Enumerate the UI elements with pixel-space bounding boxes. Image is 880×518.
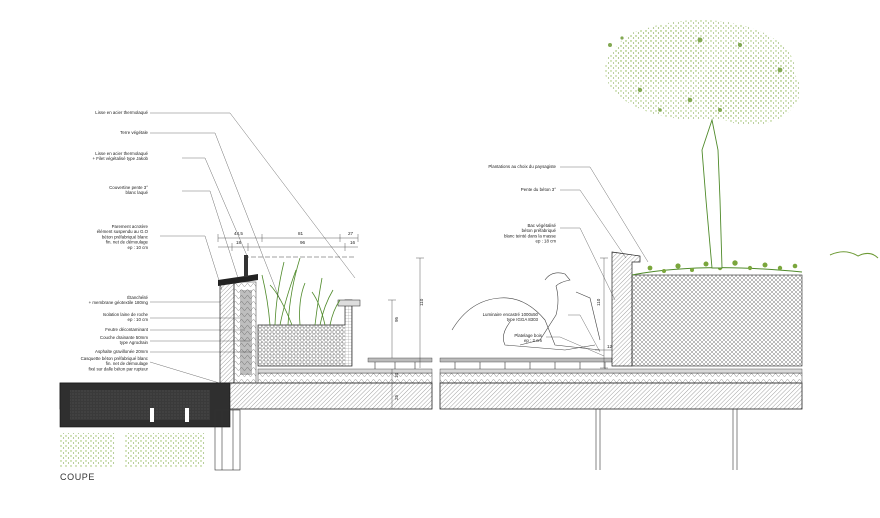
- railing-post: [244, 255, 248, 277]
- tree-trunk: [701, 118, 723, 269]
- dim-top-right: 27: [348, 231, 354, 236]
- dim-top-total: 44,5: [234, 231, 243, 236]
- floor-slab-right: [439, 382, 803, 410]
- label-l6: Étanchéité+ membrane géotextile 180mg: [89, 295, 149, 305]
- dim-h25: 25: [394, 394, 399, 400]
- label-line: fin. net de démoulage: [106, 240, 149, 245]
- label-line: blanc laqué: [126, 190, 149, 195]
- label-line: + Filet végétalisé type Jakob: [92, 156, 148, 161]
- dimension-lines-right: [595, 257, 612, 369]
- label-line: Couche drainante 50mm: [100, 335, 148, 340]
- dim-top-mid2: 96: [300, 240, 306, 245]
- label-line: ep : 10 cm: [128, 317, 149, 322]
- label-line: béton préfabriqué blanc: [102, 234, 149, 239]
- label-line: + membrane géotextile 180mg: [89, 300, 149, 305]
- label-l1: Lisse en acier thermolaqué: [95, 110, 148, 115]
- dim-h12: 12: [607, 344, 613, 349]
- label-line: ep : 10 cm: [128, 245, 149, 250]
- label-line: Étanchéité: [127, 295, 148, 300]
- ground-foliage: [647, 260, 798, 273]
- greenery-under-left: [60, 433, 115, 467]
- label-line: type IGGA 8303: [507, 317, 539, 322]
- dimension-lines-left: [217, 234, 424, 409]
- insulation-layer-left: [257, 372, 433, 384]
- label-l2: Terre végétale: [120, 130, 148, 135]
- dim-h110-left: 110: [419, 298, 424, 306]
- dim-top-mid: 81: [298, 231, 304, 236]
- insulation-layer-right: [439, 372, 803, 384]
- label-line: blanc teinté dans la masse: [504, 233, 557, 238]
- deck-boards-left: [367, 357, 433, 369]
- label-line: fin. net de démoulage: [106, 361, 149, 366]
- parapet-facade: [219, 281, 235, 384]
- deck-boards-right: [439, 357, 613, 369]
- label-l8: Feutre décontaminant: [105, 327, 148, 332]
- label-line: Lisse en acier thermolaqué: [95, 110, 148, 115]
- label-line: Bac végétalisé: [527, 223, 556, 228]
- label-line: Lisse en acier thermolaqué: [95, 151, 148, 156]
- section-title: COUPE: [60, 472, 96, 482]
- parapet-inner: [233, 281, 257, 384]
- label-l10: Asphalte gravillonée 20mm: [95, 349, 148, 354]
- leader-lines-left: [149, 112, 356, 386]
- dim-h10: 10: [394, 372, 399, 378]
- right-section: 110 12: [439, 20, 879, 470]
- dim-h95: 95: [394, 316, 399, 322]
- label-line: Feutre décontaminant: [105, 327, 148, 332]
- label-line: Parement acrotère: [112, 224, 149, 229]
- shrub-right: [829, 251, 879, 259]
- left-section: 44,5 81 27 18 96 16 110 95 10 25: [59, 112, 433, 471]
- label-l3: Lisse en acier thermolaqué+ Filet végéta…: [92, 151, 148, 161]
- label-line: béton préfabriqué: [522, 228, 557, 233]
- label-line: Pente du béton 3°: [521, 187, 556, 192]
- tree-canopy: [605, 20, 800, 125]
- label-line: fixé sur dalle béton par rupteur: [88, 366, 148, 371]
- label-line: type Agrodrain: [120, 340, 149, 345]
- dim-top-right2: 16: [350, 240, 356, 245]
- drainage-layer-left: [257, 368, 433, 374]
- glazing-frame: [214, 409, 241, 471]
- label-line: Couvertine pente 3°: [109, 185, 148, 190]
- label-l4: Couvertine pente 3°blanc laqué: [109, 185, 148, 195]
- label-line: Terre végétale: [120, 130, 148, 135]
- label-r1: Plantations au choix du paysagiste: [488, 164, 556, 169]
- label-line: Isolation laine de roche: [103, 312, 149, 317]
- planter-soil-right: [631, 274, 803, 367]
- columns-below: [595, 409, 738, 470]
- label-line: Luminaire encastré 1000x50: [483, 312, 539, 317]
- dim-h110-right: 110: [596, 298, 601, 306]
- label-line: élément suspendu au G.O: [97, 229, 149, 234]
- label-line: Asphalte gravillonée 20mm: [95, 349, 148, 354]
- seated-figure: [451, 272, 601, 351]
- planter-box-right: [611, 251, 641, 367]
- dim-top-small: 18: [236, 240, 242, 245]
- leader-lines-right: [546, 166, 649, 357]
- label-line: Platelage bois: [514, 333, 542, 338]
- label-r2: Pente du béton 3°: [521, 187, 556, 192]
- label-line: Plantations au choix du paysagiste: [488, 164, 556, 169]
- label-line: Casquette béton préfabriqué blanc: [81, 356, 149, 361]
- label-line: ep : 2 cm: [524, 338, 542, 343]
- label-line: ep : 18 cm: [536, 239, 557, 244]
- grass-plants: [261, 257, 341, 326]
